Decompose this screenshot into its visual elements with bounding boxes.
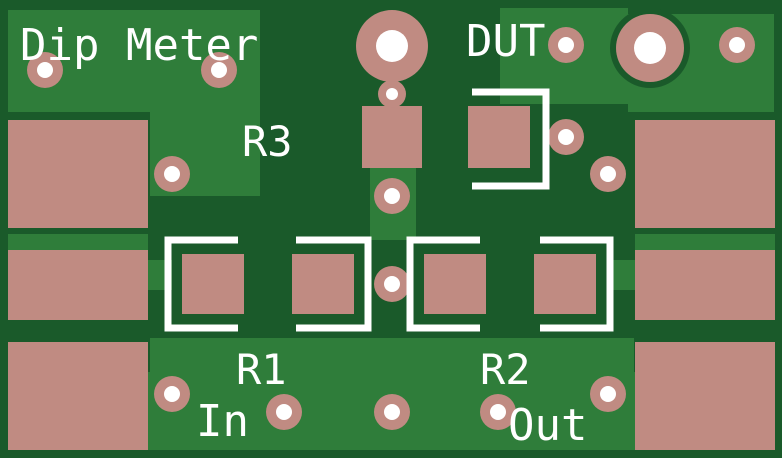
r2-outline-left bbox=[406, 236, 480, 332]
via bbox=[154, 376, 190, 412]
via bbox=[374, 394, 410, 430]
r2-pad-left bbox=[424, 254, 486, 314]
out-label: Out bbox=[508, 400, 587, 451]
r3-label: R3 bbox=[242, 117, 293, 166]
pad-left-bottom bbox=[8, 342, 148, 450]
via bbox=[590, 156, 626, 192]
via bbox=[590, 376, 626, 412]
title-label: Dip Meter bbox=[20, 20, 258, 71]
via bbox=[201, 52, 237, 88]
smd-pads bbox=[182, 106, 596, 314]
via bbox=[154, 156, 190, 192]
r2-label: R2 bbox=[480, 345, 531, 394]
r1-pad-left bbox=[182, 254, 244, 314]
dut-pad bbox=[468, 106, 530, 168]
via bbox=[374, 266, 410, 302]
via bbox=[266, 394, 302, 430]
pad-left-top bbox=[8, 120, 148, 228]
pad-right-top bbox=[635, 120, 775, 228]
r1-outline-left bbox=[164, 236, 238, 332]
via bbox=[374, 178, 410, 214]
r1-label: R1 bbox=[236, 345, 287, 394]
edge-pads bbox=[8, 120, 775, 450]
dut-outline bbox=[472, 88, 550, 190]
r1-outline-right bbox=[296, 236, 372, 332]
r1-pad-right bbox=[292, 254, 354, 314]
pad-left-mid bbox=[8, 250, 148, 320]
mounting-hole bbox=[610, 8, 690, 88]
vias bbox=[27, 27, 755, 430]
via bbox=[378, 80, 406, 108]
dut-label: DUT bbox=[466, 16, 545, 67]
r2-outline-right bbox=[540, 236, 614, 332]
via bbox=[719, 27, 755, 63]
r2-pad-right bbox=[534, 254, 596, 314]
via bbox=[480, 394, 516, 430]
silkscreen-outlines bbox=[164, 88, 614, 332]
via bbox=[548, 27, 584, 63]
mounting-hole bbox=[356, 10, 428, 82]
pad-right-bottom bbox=[635, 342, 775, 450]
r3-pad-left bbox=[362, 106, 422, 168]
in-label: In bbox=[196, 396, 249, 447]
via bbox=[27, 52, 63, 88]
via bbox=[548, 119, 584, 155]
pad-right-mid bbox=[635, 250, 775, 320]
